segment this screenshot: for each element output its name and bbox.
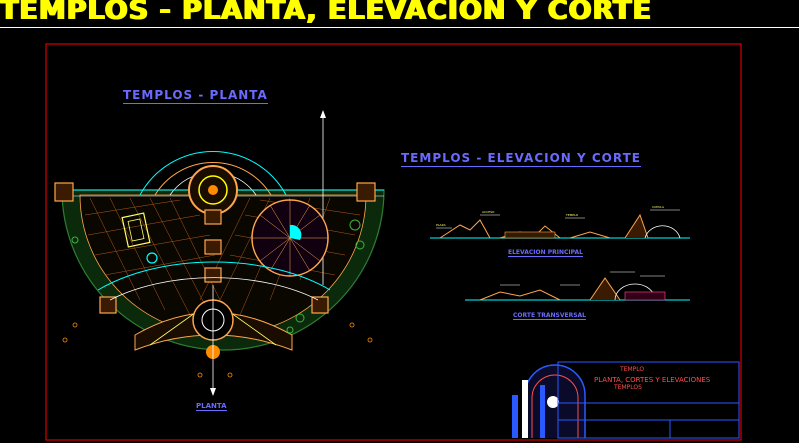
plan-label: PLANTA [196, 402, 227, 411]
svg-text:PLAZA: PLAZA [436, 223, 447, 227]
title-block-line3: TEMPLOS [614, 384, 642, 391]
cross-section [465, 271, 690, 301]
section-label: CORTE TRANSVERSAL [513, 312, 586, 320]
svg-text:TEMPLO: TEMPLO [565, 213, 579, 217]
title-block [512, 361, 740, 439]
front-elevation: ACCESO TEMPLO CUPULA PLAZA [430, 205, 690, 239]
left-chapel [121, 212, 151, 248]
main-title: TEMPLOS - PLANTA, ELEVACION Y CORTE [0, 0, 653, 26]
title-block-line1: TEMPLO [620, 366, 645, 373]
corner-tower-left [54, 182, 74, 202]
temple-plan [54, 110, 385, 396]
corner-tower-right [356, 182, 376, 202]
title-block-line2: PLANTA, CORTES Y ELEVACIONES [594, 376, 711, 384]
elevation-label: ELEVACION PRINCIPAL [508, 249, 583, 257]
plan-title: TEMPLOS - PLANTA [123, 88, 268, 104]
elevation-title: TEMPLOS - ELEVACION Y CORTE [401, 151, 641, 167]
title-underline [0, 27, 799, 28]
sheet-frame [45, 43, 742, 441]
svg-text:ACCESO: ACCESO [482, 210, 495, 214]
svg-text:CUPULA: CUPULA [652, 205, 665, 209]
